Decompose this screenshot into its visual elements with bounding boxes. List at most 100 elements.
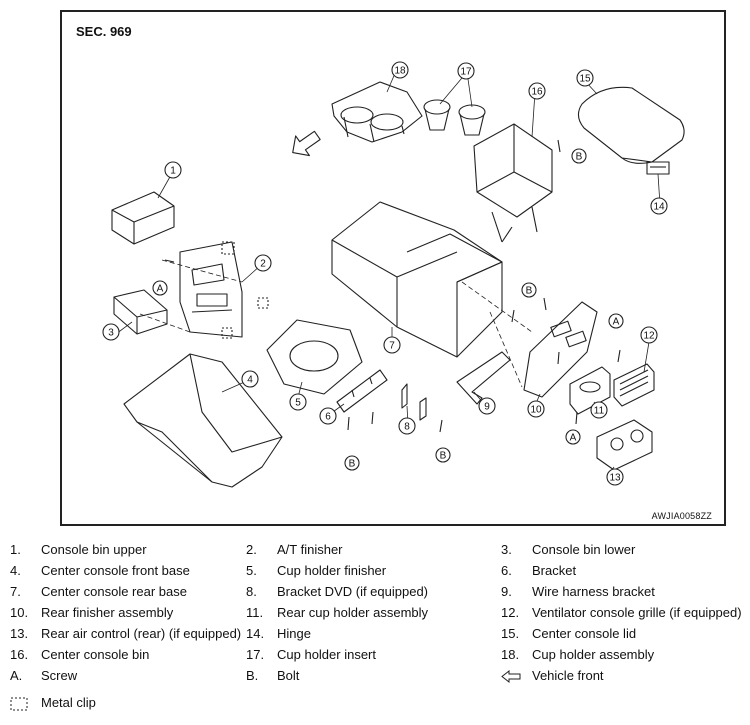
callout-a-1: A (157, 284, 164, 295)
legend-number: B. (246, 668, 259, 683)
legend-text: Rear finisher assembly (41, 605, 174, 620)
callout-a-2: A (613, 317, 620, 328)
callout-16: 16 (531, 87, 543, 98)
legend-number: 16. (10, 647, 29, 662)
metal-clip-markers (221, 241, 269, 339)
center-console-bin (473, 123, 553, 243)
legend-text: Hinge (277, 626, 311, 641)
legend-text: Center console front base (41, 563, 190, 578)
legend-number: 11. (246, 605, 264, 620)
legend-text: Vehicle front (532, 668, 604, 683)
callout-6: 6 (325, 412, 331, 423)
callout-a-3: A (570, 433, 577, 444)
legend-row: 1. Console bin upper 2. A/T finisher 3. … (10, 541, 750, 559)
section-label: SEC. 969 (76, 24, 132, 39)
callout-7: 7 (389, 341, 395, 352)
callout-17: 17 (460, 67, 472, 78)
legend-text: Bracket DVD (if equipped) (277, 584, 429, 599)
legend-number: 17. (246, 647, 265, 662)
legend-text: Center console bin (41, 647, 150, 662)
legend-number: 7. (10, 584, 21, 599)
vehicle-front-arrow-icon (292, 130, 321, 157)
legend-text: Cup holder finisher (277, 563, 387, 578)
callout-3: 3 (108, 328, 114, 339)
legend-number: A. (10, 668, 23, 683)
callout-b-4: B (440, 451, 447, 462)
hinge (646, 161, 670, 175)
callout-9: 9 (484, 402, 490, 413)
legend-text: Ventilator console grille (if equipped) (532, 605, 742, 620)
legend-number: 2. (246, 542, 257, 557)
legend-row: 4. Center console front base 5. Cup hold… (10, 562, 750, 580)
legend-row: 13. Rear air control (rear) (if equipped… (10, 625, 750, 643)
callout-10: 10 (530, 405, 542, 416)
legend-number: 4. (10, 563, 21, 578)
legend-number: 3. (501, 542, 512, 557)
legend-text: A/T finisher (277, 542, 343, 557)
callout-labels: 1 2 3 4 5 6 7 8 9 10 11 12 13 14 15 16 1… (108, 66, 665, 484)
legend-number: 18. (501, 647, 520, 662)
metal-clip-icon (10, 697, 28, 711)
legend-row: 16. Center console bin 17. Cup holder in… (10, 646, 750, 664)
callout-4: 4 (247, 375, 253, 386)
legend-number: 9. (501, 584, 512, 599)
legend-row: 10. Rear finisher assembly 11. Rear cup … (10, 604, 750, 622)
legend-text: Screw (41, 668, 78, 683)
callout-18: 18 (394, 66, 406, 77)
legend-text: Bracket (532, 563, 577, 578)
legend-row: 7. Center console rear base 8. Bracket D… (10, 583, 750, 601)
callout-b-3: B (349, 459, 356, 470)
callout-11: 11 (594, 406, 605, 417)
ventilator-console-grille (613, 363, 655, 407)
legend-number: 1. (10, 542, 21, 557)
diagram-frame: SEC. 969 AWJIA0058ZZ (60, 10, 726, 526)
callout-8: 8 (404, 422, 410, 433)
bracket (336, 369, 388, 413)
legend-text: Center console lid (532, 626, 637, 641)
callout-14: 14 (653, 202, 665, 213)
wire-harness-bracket (456, 351, 511, 405)
callout-b-2: B (526, 286, 533, 297)
callout-2: 2 (260, 259, 266, 270)
exploded-view-drawing: 1 2 3 4 5 6 7 8 9 10 11 12 13 14 15 16 1… (102, 61, 685, 488)
center-console-lid (577, 86, 685, 164)
callout-13: 13 (609, 473, 621, 484)
fasteners (164, 139, 621, 433)
legend-number: 13. (10, 626, 29, 641)
callout-b-1: B (576, 152, 583, 163)
rear-cup-holder-assembly (569, 366, 611, 415)
legend-number: 8. (246, 584, 257, 599)
callout-12: 12 (643, 331, 655, 342)
callout-5: 5 (295, 398, 301, 409)
center-console-front-base (123, 353, 283, 488)
console-bin-lower (113, 289, 168, 335)
legend-number: 15. (501, 626, 520, 641)
legend-text: Rear air control (rear) (if equipped) (41, 626, 242, 641)
rear-finisher-assembly (523, 301, 598, 398)
callout-1: 1 (170, 166, 176, 177)
legend-number: 14. (246, 626, 265, 641)
legend-number: 6. (501, 563, 512, 578)
cup-holder-assembly (331, 81, 423, 143)
legend-row: Metal clip (10, 694, 750, 712)
legend-number: 12. (501, 605, 520, 620)
cup-holder-insert (423, 99, 486, 136)
callout-15: 15 (579, 74, 591, 85)
legend-text: Bolt (277, 668, 300, 683)
legend-text: Console bin upper (41, 542, 147, 557)
legend-number: 10. (10, 605, 29, 620)
bracket-dvd (401, 383, 427, 421)
at-finisher (179, 241, 243, 338)
legend-text: Cup holder insert (277, 647, 376, 662)
legend-text: Center console rear base (41, 584, 187, 599)
legend-text: Metal clip (41, 695, 96, 710)
legend-text: Console bin lower (532, 542, 636, 557)
legend-row: A. Screw B. Bolt Vehicle front (10, 667, 750, 685)
cup-holder-finisher (266, 319, 363, 395)
vehicle-front-icon (501, 670, 521, 683)
console-bin-upper (111, 191, 175, 245)
legend-number: 5. (246, 563, 257, 578)
legend-text: Cup holder assembly (532, 647, 655, 662)
rear-air-control (596, 419, 653, 471)
center-console-rear-base (331, 201, 503, 358)
